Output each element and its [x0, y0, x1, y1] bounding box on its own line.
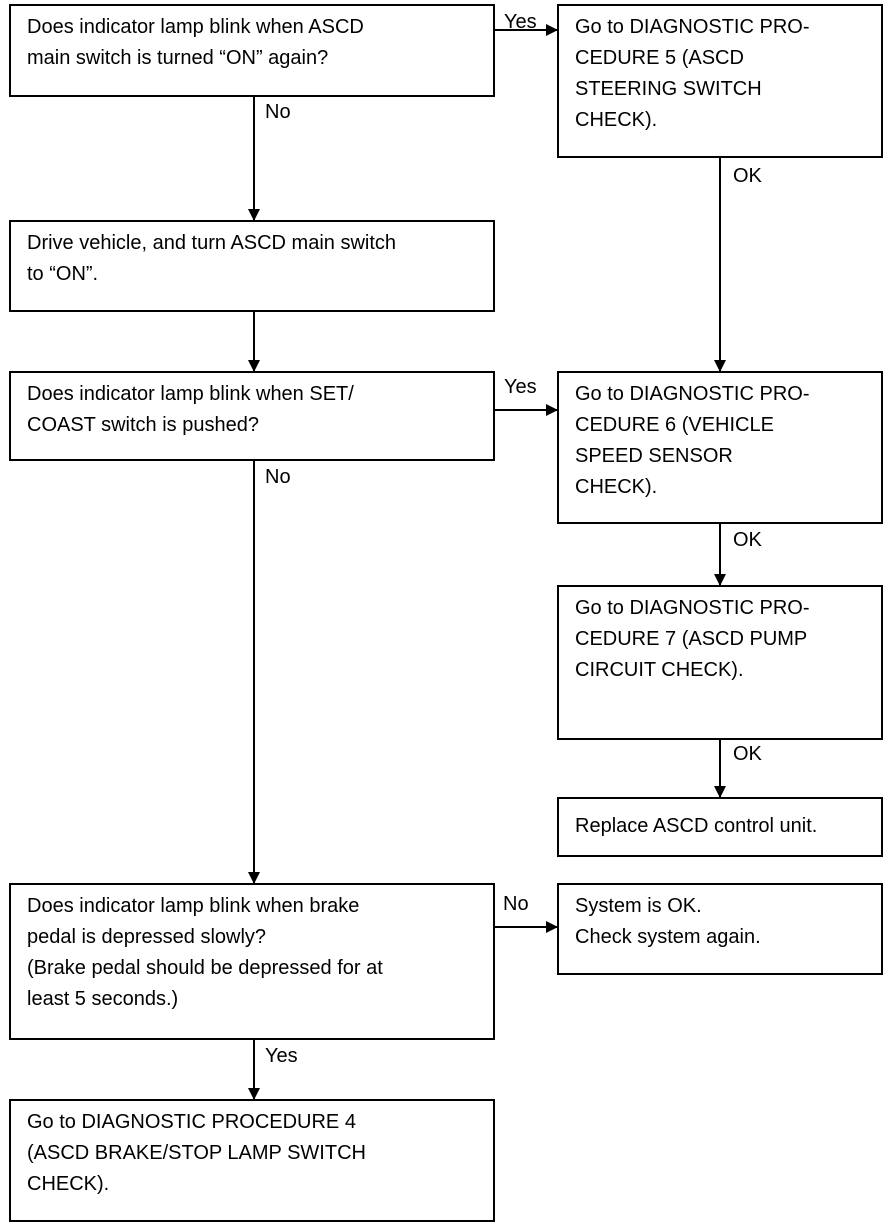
edge-label-q1-no: No	[265, 101, 291, 123]
edge-label-p5-ok: OK	[733, 165, 762, 187]
box-text-line: Drive vehicle, and turn ASCD main switch	[27, 232, 397, 254]
box-text-line: pedal is depressed slowly?	[27, 926, 267, 948]
box-text-line: Go to DIAGNOSTIC PROCEDURE 4	[27, 1111, 356, 1133]
box-text-line: to “ON”.	[27, 263, 99, 285]
box-text-line: (ASCD BRAKE/STOP LAMP SWITCH	[27, 1142, 366, 1164]
box-text-line: (Brake pedal should be depressed for at	[27, 957, 383, 979]
box-text-line: STEERING SWITCH	[575, 78, 762, 100]
edge-label-p6-ok: OK	[733, 529, 762, 551]
box-text-line: CEDURE 5 (ASCD	[575, 47, 744, 69]
box-text-line: least 5 seconds.)	[27, 988, 179, 1010]
replace-control-unit-box: Replace ASCD control unit.	[557, 797, 883, 857]
edge-label-q1-yes: Yes	[504, 11, 537, 33]
edge-label-q2-no: No	[265, 466, 291, 488]
drive-vehicle-box: Drive vehicle, and turn ASCD main switch…	[9, 220, 495, 312]
box-text-line: Go to DIAGNOSTIC PRO-	[575, 383, 810, 405]
box-text-line: COAST switch is pushed?	[27, 414, 259, 436]
box-text-line: Go to DIAGNOSTIC PRO-	[575, 16, 810, 38]
procedure-5-box: Go to DIAGNOSTIC PRO- CEDURE 5 (ASCD STE…	[557, 4, 883, 158]
question-brake-pedal-box: Does indicator lamp blink when brake ped…	[9, 883, 495, 1040]
system-ok-box: System is OK. Check system again.	[557, 883, 883, 975]
box-text-line: Go to DIAGNOSTIC PRO-	[575, 597, 810, 619]
box-text-line: CHECK).	[575, 109, 658, 131]
box-text-line: CHECK).	[575, 476, 658, 498]
box-text-line: CIRCUIT CHECK).	[575, 659, 744, 681]
box-text-line: CHECK).	[27, 1173, 110, 1195]
procedure-6-box: Go to DIAGNOSTIC PRO- CEDURE 6 (VEHICLE …	[557, 371, 883, 524]
question-set-coast-box: Does indicator lamp blink when SET/ COAS…	[9, 371, 495, 461]
box-text-line: CEDURE 6 (VEHICLE	[575, 414, 774, 436]
procedure-4-box: Go to DIAGNOSTIC PROCEDURE 4 (ASCD BRAKE…	[9, 1099, 495, 1222]
box-text-line: SPEED SENSOR	[575, 445, 733, 467]
box-text-line: Does indicator lamp blink when SET/	[27, 383, 354, 405]
box-text-line: Does indicator lamp blink when ASCD	[27, 16, 364, 38]
edge-label-q3-no: No	[503, 893, 529, 915]
box-text-line: Does indicator lamp blink when brake	[27, 895, 360, 917]
edge-label-q3-yes: Yes	[265, 1045, 298, 1067]
box-text-line: System is OK.	[575, 895, 702, 917]
edge-label-p7-ok: OK	[733, 743, 762, 765]
box-text-line: Replace ASCD control unit.	[575, 815, 818, 837]
procedure-7-box: Go to DIAGNOSTIC PRO- CEDURE 7 (ASCD PUM…	[557, 585, 883, 740]
box-text-line: Check system again.	[575, 926, 761, 948]
box-text-line: main switch is turned “ON” again?	[27, 47, 329, 69]
edge-label-q2-yes: Yes	[504, 376, 537, 398]
question-main-switch-box: Does indicator lamp blink when ASCD main…	[9, 4, 495, 97]
box-text-line: CEDURE 7 (ASCD PUMP	[575, 628, 808, 650]
